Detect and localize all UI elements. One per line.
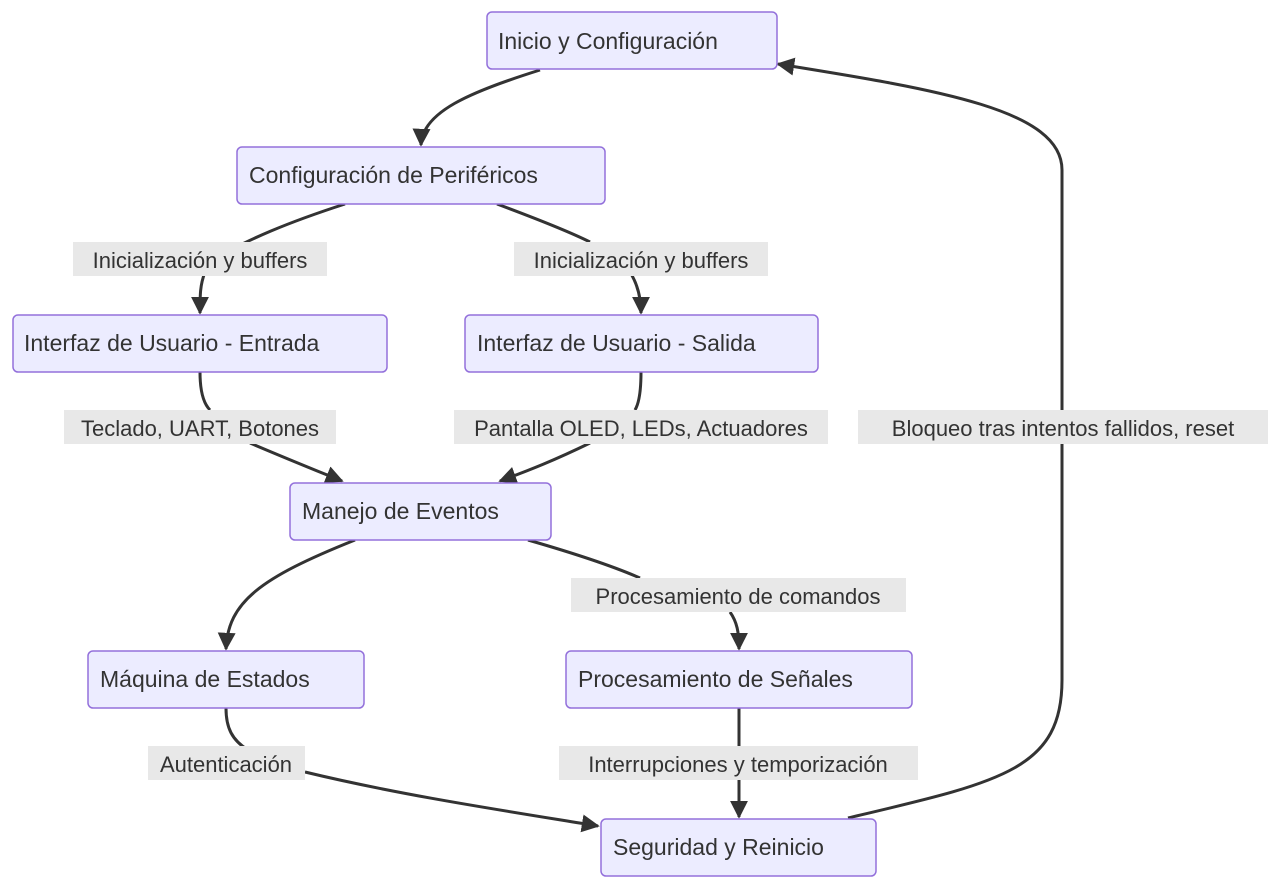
node-label: Máquina de Estados: [100, 666, 310, 692]
edge-label-text: Procesamiento de comandos: [596, 584, 881, 609]
nodes: Inicio y Configuración Configuración de …: [12, 11, 913, 877]
edge-label-estados-to-seguridad: Autenticación: [148, 746, 305, 780]
node-label: Configuración de Periféricos: [249, 162, 538, 188]
node-senales[interactable]: Procesamiento de Señales: [565, 650, 913, 709]
edge-label-text: Inicialización y buffers: [93, 248, 308, 273]
edge-ui-entrada-to-eventos: [198, 371, 342, 481]
node-ui-salida[interactable]: Interfaz de Usuario - Salida: [464, 314, 819, 373]
node-seguridad[interactable]: Seguridad y Reinicio: [600, 818, 877, 877]
edge-label-text: Bloqueo tras intentos fallidos, reset: [892, 416, 1234, 441]
edge-label-text: Interrupciones y temporización: [588, 752, 888, 777]
node-label: Manejo de Eventos: [302, 498, 499, 524]
edge-label-text: Autenticación: [160, 752, 292, 777]
edge-inicio-to-perifericos: [412, 68, 541, 147]
edge-label-perif-to-salida: Inicialización y buffers: [514, 242, 768, 276]
node-estados[interactable]: Máquina de Estados: [87, 650, 365, 709]
edge-eventos-to-estados: [217, 538, 356, 651]
node-inicio[interactable]: Inicio y Configuración: [486, 11, 778, 70]
edge-label-text: Teclado, UART, Botones: [81, 416, 319, 441]
edge-label-text: Inicialización y buffers: [534, 248, 749, 273]
edge-seguridad-to-inicio: [776, 57, 1064, 820]
edge-label-perif-to-entrada: Inicialización y buffers: [73, 242, 327, 276]
edge-label-salida-to-eventos: Pantalla OLED, LEDs, Actuadores: [454, 410, 828, 444]
edge-label-text: Pantalla OLED, LEDs, Actuadores: [474, 416, 808, 441]
node-label: Interfaz de Usuario - Salida: [477, 330, 756, 356]
node-label: Procesamiento de Señales: [578, 666, 853, 692]
node-label: Seguridad y Reinicio: [613, 834, 824, 860]
node-label: Inicio y Configuración: [498, 28, 718, 54]
edge-ui-salida-to-eventos: [500, 371, 643, 481]
edge-label-senales-to-seguridad: Interrupciones y temporización: [559, 746, 918, 780]
edge-label-seguridad-to-inicio: Bloqueo tras intentos fallidos, reset: [858, 410, 1268, 444]
node-ui-entrada[interactable]: Interfaz de Usuario - Entrada: [12, 314, 388, 373]
edge-label-eventos-to-senales: Procesamiento de comandos: [571, 578, 906, 612]
node-perifericos[interactable]: Configuración de Periféricos: [236, 146, 606, 205]
edge-eventos-to-senales: [527, 538, 739, 649]
edge-labels: Inicialización y buffers Inicialización …: [64, 242, 1268, 780]
node-eventos[interactable]: Manejo de Eventos: [289, 482, 552, 541]
edge-label-entrada-to-eventos: Teclado, UART, Botones: [64, 410, 336, 444]
node-label: Interfaz de Usuario - Entrada: [24, 330, 320, 356]
